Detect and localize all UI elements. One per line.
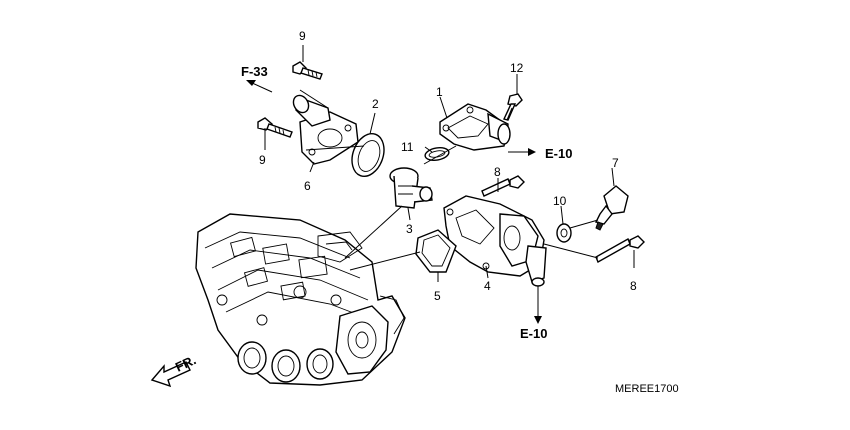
part-12-bolt <box>503 93 523 121</box>
callout-labels: 9 9 6 2 1 12 11 8 3 7 10 4 5 8 <box>259 29 637 303</box>
ref-e10-right: E-10 <box>545 146 572 161</box>
part-1-thermostat-cover <box>439 103 511 151</box>
part-8-bolt-upper <box>481 175 525 197</box>
part-11-o-ring <box>424 147 450 161</box>
part-6-water-elbow <box>292 94 359 165</box>
leader-lines <box>246 45 635 324</box>
part-9-bolt-upper <box>292 61 323 80</box>
callout-5: 5 <box>434 289 441 303</box>
front-arrow-icon <box>150 361 191 388</box>
callout-8-upper: 8 <box>494 165 501 179</box>
engine-block <box>195 213 406 386</box>
front-direction-indicator: FR. <box>150 352 198 388</box>
part-5-gasket <box>415 229 457 273</box>
part-10-washer <box>556 223 572 243</box>
callout-9-bottom: 9 <box>259 153 266 167</box>
callout-3: 3 <box>406 222 413 236</box>
callout-7: 7 <box>612 156 619 170</box>
part-7-temp-sensor <box>594 185 629 231</box>
callout-6: 6 <box>304 179 311 193</box>
callout-2: 2 <box>372 97 379 111</box>
ref-f33: F-33 <box>241 64 268 79</box>
part-2-gasket <box>351 132 385 178</box>
reference-labels: F-33 E-10 E-10 <box>241 64 572 341</box>
callout-10: 10 <box>553 194 567 208</box>
callout-9-top: 9 <box>299 29 306 43</box>
ref-e10-bottom: E-10 <box>520 326 547 341</box>
callout-8-lower: 8 <box>630 279 637 293</box>
callout-12: 12 <box>510 61 524 75</box>
part-8-bolt-lower <box>595 235 645 264</box>
callout-1: 1 <box>436 85 443 99</box>
part-3-thermostat <box>389 167 433 209</box>
diagram-code: MEREE1700 <box>615 383 679 395</box>
callout-4: 4 <box>484 279 491 293</box>
part-4-thermostat-housing <box>443 195 547 287</box>
callout-11: 11 <box>401 140 414 154</box>
part-9-bolt-lower <box>257 117 293 138</box>
front-label: FR. <box>173 352 198 374</box>
